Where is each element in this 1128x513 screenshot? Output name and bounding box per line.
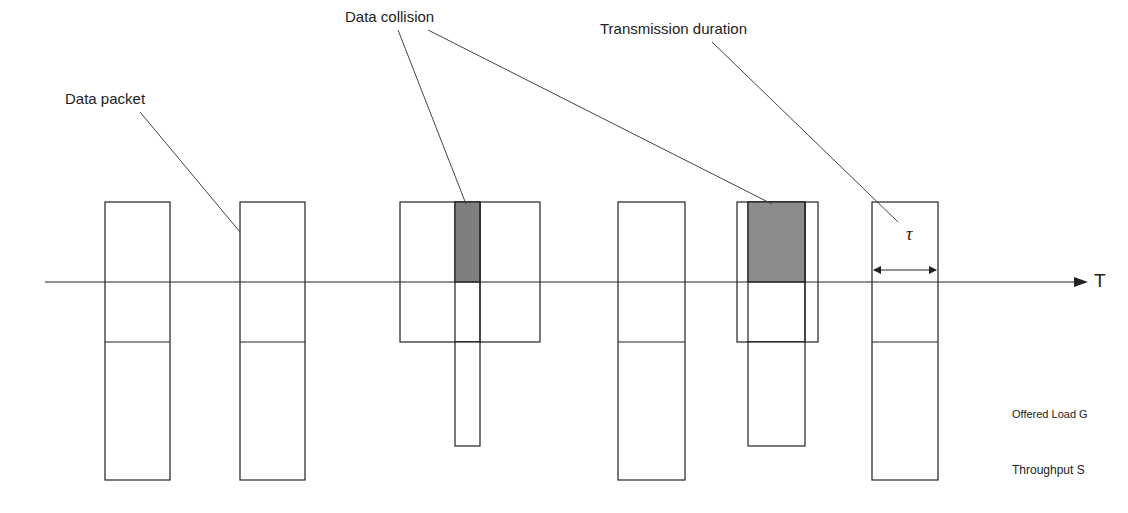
packet-divider <box>872 341 938 342</box>
data-packet <box>737 202 805 342</box>
data-packet <box>455 202 540 342</box>
collided-portion <box>748 342 805 446</box>
packet-divider <box>105 341 170 342</box>
collided-portion <box>455 342 480 446</box>
packet-edge <box>479 202 480 342</box>
leader-line <box>398 30 466 204</box>
leader-line <box>428 30 772 204</box>
collision-shade <box>748 202 805 282</box>
leader-line <box>140 112 240 232</box>
data-packet <box>618 202 685 480</box>
packet-divider <box>240 341 305 342</box>
label-text: Throughput S <box>1012 463 1085 477</box>
collision-shade <box>455 202 480 282</box>
data-packet <box>748 202 818 342</box>
label-text: Transmission duration <box>600 20 747 38</box>
label-text: Data collision <box>345 8 434 26</box>
data-packet <box>240 202 305 480</box>
packet-edge <box>804 202 805 342</box>
axis-arrowhead <box>1074 277 1088 287</box>
duration-arrow <box>874 269 936 270</box>
packet-divider <box>618 341 685 342</box>
label-text: Offered Load G <box>1012 408 1088 421</box>
data-packet <box>872 202 938 480</box>
leader-line <box>712 42 898 222</box>
label-text: Data packet <box>65 90 145 108</box>
label-text: T <box>1094 270 1106 293</box>
time-axis <box>45 281 1076 282</box>
data-packet <box>105 202 170 480</box>
label-text: τ <box>906 224 912 246</box>
data-packet <box>400 202 480 342</box>
